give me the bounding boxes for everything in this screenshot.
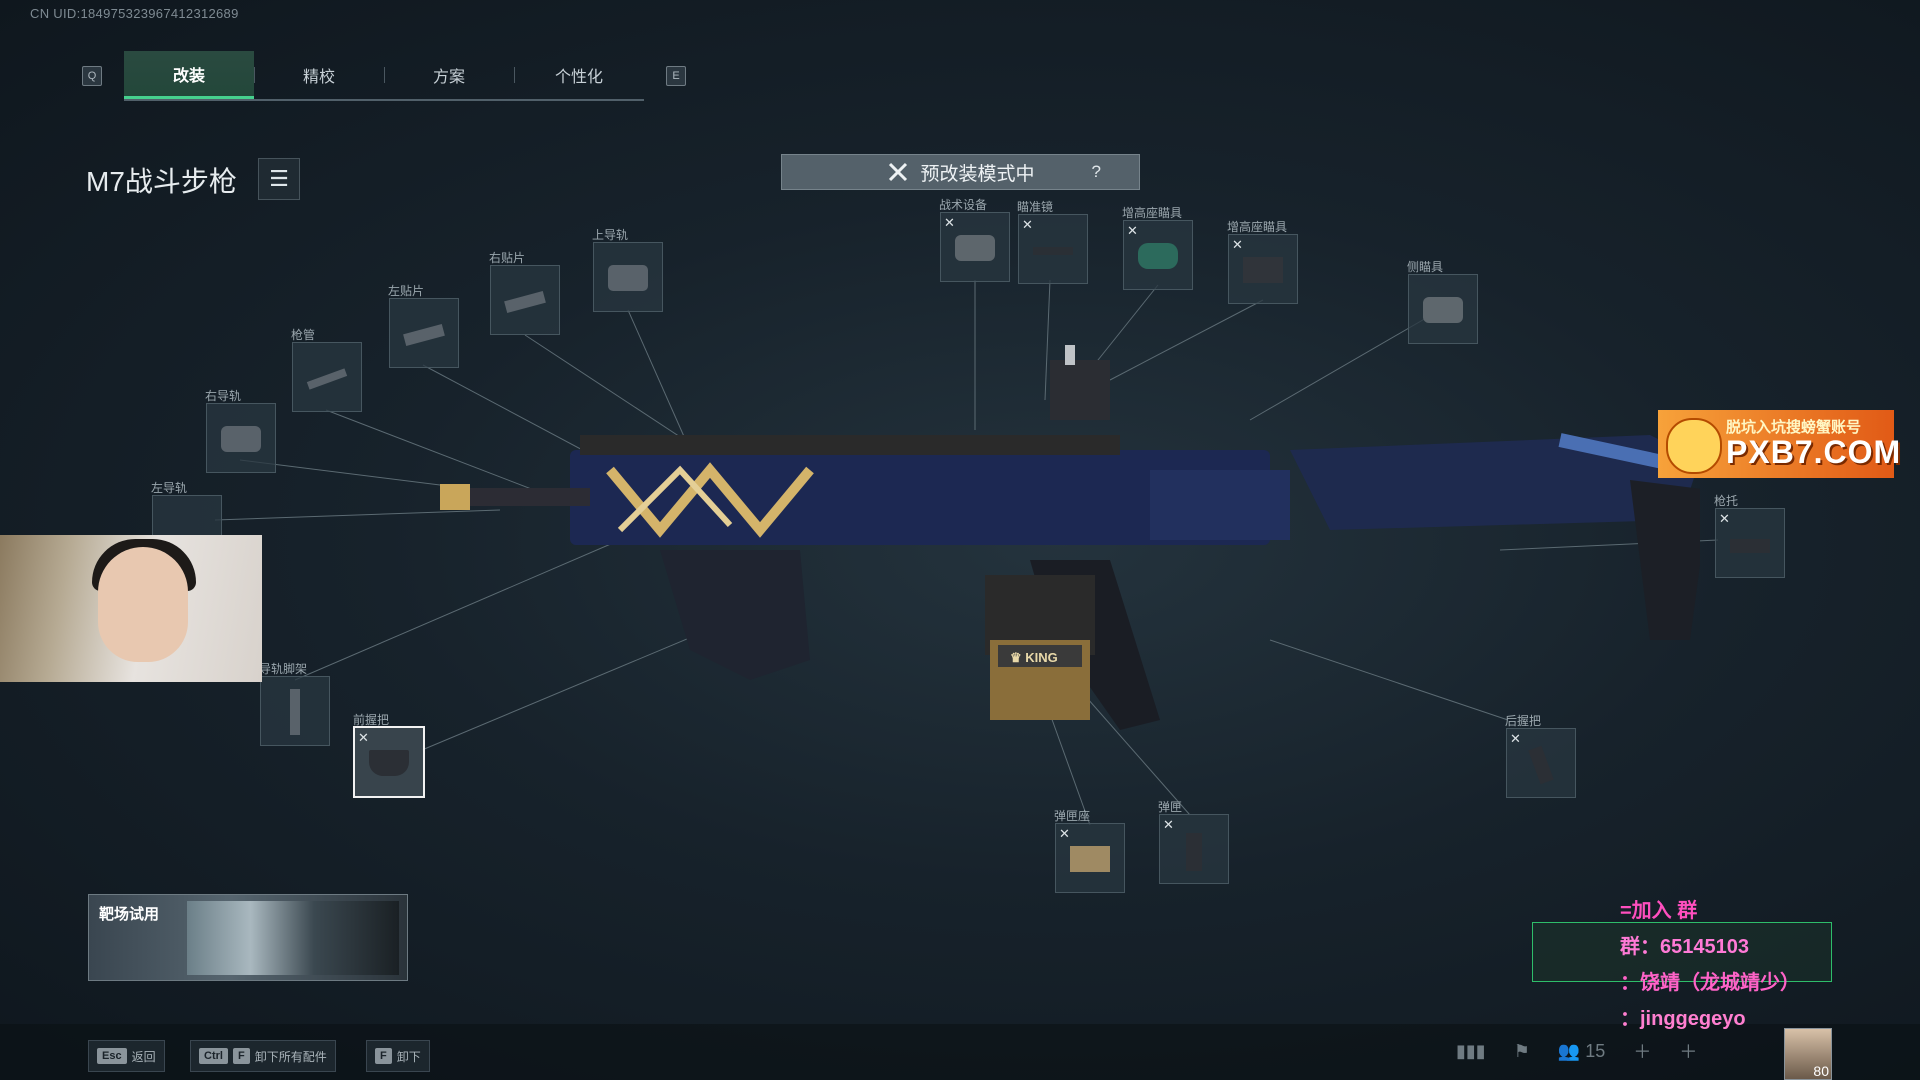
bottom-right-icons: ▮▮▮ ⚑ 👥 15 ＋ ＋ [1456, 1038, 1697, 1064]
stock-part-icon [1730, 539, 1770, 553]
tabs: 改装 精校 方案 个性化 [124, 51, 644, 101]
left-patch-part-icon [403, 324, 445, 346]
mod-marker-icon: ✕ [944, 215, 955, 230]
slot-raised-optic-2[interactable]: 增高座瞄具 ✕ [1227, 220, 1298, 304]
raised-optic-part-icon [1138, 243, 1178, 269]
wrench-screwdriver-icon [889, 162, 908, 182]
player-avatar[interactable]: 80 [1784, 1028, 1832, 1080]
tab-loadouts[interactable]: 方案 [384, 51, 514, 99]
top-rail-part-icon [608, 265, 648, 291]
help-icon[interactable]: ? [1091, 162, 1101, 181]
prev-tab-key[interactable]: Q [82, 66, 102, 86]
slot-tactical-device[interactable]: 战术设备 ✕ [939, 198, 1010, 282]
range-preview-image [187, 901, 399, 975]
slot-mag-base[interactable]: 弹匣座 ✕ [1054, 809, 1125, 893]
add-slot-icon[interactable]: ＋ [1679, 1042, 1698, 1062]
weapon-list-button[interactable]: ☰ [258, 158, 300, 200]
streamer-face [98, 547, 188, 662]
slot-raised-optic-1[interactable]: 增高座瞄具 ✕ [1122, 206, 1193, 290]
mod-marker-icon: ✕ [1059, 826, 1070, 841]
stream-social-overlay: =加入 群 群：65145103 ：饶靖（龙城靖少） ：jinggegeyo [1620, 899, 1800, 1030]
mod-marker-icon: ✕ [1719, 511, 1730, 526]
side-optic-part-icon [1423, 297, 1463, 323]
slot-magazine[interactable]: 弹匣 ✕ [1158, 800, 1229, 884]
ad-banner: 脱坑入坑搜螃蟹账号 PXB7.COM [1658, 410, 1900, 478]
stream-overlay-box [1532, 922, 1832, 982]
next-tab-key[interactable]: E [666, 66, 686, 86]
optic-part-icon [1033, 247, 1073, 255]
tab-modify[interactable]: 改装 [124, 51, 254, 99]
stats-icon[interactable]: ▮▮▮ [1456, 1040, 1486, 1061]
crab-mascot-icon [1666, 418, 1722, 474]
shooting-range-trial[interactable]: 靶场试用 [88, 894, 408, 981]
weapon-title: M7战斗步枪 [86, 166, 237, 197]
magazine-part-icon [1186, 833, 1202, 871]
slot-right-patch[interactable]: 右贴片 [489, 251, 560, 335]
mod-marker-icon: ✕ [1127, 223, 1138, 238]
right-patch-part-icon [504, 291, 546, 313]
mod-marker-icon: ✕ [1510, 731, 1521, 746]
foregrip-part-icon [369, 750, 409, 776]
slot-optic[interactable]: 瞄准镜 ✕ [1017, 200, 1088, 284]
tab-personalize[interactable]: 个性化 [514, 51, 644, 99]
tab-bar: Q 改装 精校 方案 个性化 E [82, 51, 686, 101]
rear-grip-part-icon [1528, 745, 1554, 785]
mod-marker-icon: ✕ [1163, 817, 1174, 832]
slot-left-patch[interactable]: 左贴片 [388, 284, 459, 368]
slot-bipod[interactable]: 导轨脚架 [259, 662, 330, 746]
mod-marker-icon: ✕ [1022, 217, 1033, 232]
mod-marker-icon: ✕ [358, 730, 369, 745]
right-rail-part-icon [221, 426, 261, 452]
slot-left-rail[interactable]: 左导轨 [151, 481, 222, 537]
barrel-part-icon [306, 368, 348, 390]
slot-stock[interactable]: 枪托 ✕ [1714, 494, 1785, 578]
slot-foregrip[interactable]: 前握把 ✕ [353, 713, 425, 798]
tactical-part-icon [955, 235, 995, 261]
webcam-overlay [0, 535, 262, 682]
add-slot-icon[interactable]: ＋ [1633, 1042, 1652, 1062]
flag-icon[interactable]: ⚑ [1513, 1040, 1530, 1061]
friends-icon[interactable]: 👥 15 [1557, 1040, 1606, 1061]
mod-marker-icon: ✕ [1232, 237, 1243, 252]
slot-rear-grip[interactable]: 后握把 ✕ [1505, 714, 1576, 798]
slot-top-rail[interactable]: 上导轨 [592, 228, 663, 312]
slot-barrel[interactable]: 枪管 [291, 328, 362, 412]
hint-back[interactable]: Esc 返回 [88, 1040, 165, 1072]
premod-mode-bar[interactable]: 预改装模式中 ? [781, 154, 1140, 190]
slot-side-optic[interactable]: 侧瞄具 [1407, 260, 1478, 344]
player-level: 80 [1813, 1063, 1829, 1079]
mag-base-part-icon [1070, 846, 1110, 872]
uid-text: CN UID:1849753239674123126​89 [30, 6, 239, 21]
raised-optic-part-icon [1243, 257, 1283, 283]
premod-mode-label: 预改装模式中 [920, 163, 1035, 185]
svg-text:♛ KING: ♛ KING [1010, 650, 1058, 665]
hint-remove[interactable]: F 卸下 [366, 1040, 430, 1072]
slot-right-rail[interactable]: 右导轨 [205, 389, 276, 473]
tab-tuning[interactable]: 精校 [254, 51, 384, 99]
list-icon: ☰ [269, 166, 289, 191]
bipod-part-icon [290, 689, 300, 735]
hint-remove-all[interactable]: Ctrl F 卸下所有配件 [190, 1040, 336, 1072]
